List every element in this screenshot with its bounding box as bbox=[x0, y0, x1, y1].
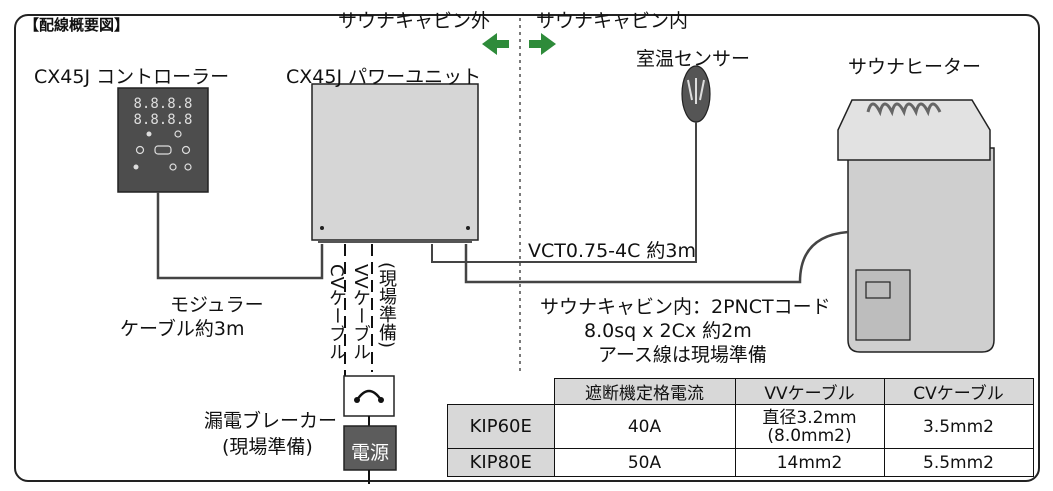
table-cell-cv: 5.5mm2 bbox=[883, 448, 1034, 477]
heater-cable-label-2: 8.0sq x 2Cx 約2m bbox=[584, 320, 752, 342]
vv-cable-label: VVケーブル bbox=[350, 264, 371, 361]
table-row: KIP80E 50A 14mm2 5.5mm2 bbox=[447, 448, 1034, 477]
zone-inside-label: サウナキャビン内 bbox=[536, 10, 689, 32]
diagram-frame bbox=[14, 14, 1040, 482]
table-header-cv: CVケーブル bbox=[883, 378, 1034, 405]
table-cell-vv: 直径3.2mm (8.0mm2) bbox=[734, 404, 885, 449]
table-header-current: 遮断機定格電流 bbox=[553, 378, 736, 405]
zone-outside-label: サウナキャビン外 bbox=[338, 10, 491, 32]
table-cell-vv-line2: (8.0mm2) bbox=[767, 425, 852, 446]
power-source-label: 電源 bbox=[350, 442, 389, 464]
controller-display-bottom: 8.8.8.8 bbox=[133, 112, 192, 128]
power-unit-device bbox=[311, 83, 479, 243]
diagram-title: 【配線概要図】 bbox=[24, 16, 130, 34]
controller-display-top: 8.8.8.8 bbox=[133, 96, 192, 112]
heater-cable-label-3: アース線は現場準備 bbox=[598, 344, 767, 366]
table-cell-current: 40A bbox=[553, 404, 736, 449]
power-unit-label: CX45J パワーユニット bbox=[286, 66, 482, 88]
sensor-cable bbox=[431, 122, 697, 263]
spec-table: 遮断機定格電流 VVケーブル CVケーブル KIP60E 40A 直径3.2mm… bbox=[447, 378, 1034, 477]
modular-cable bbox=[156, 192, 324, 280]
power-source-box bbox=[343, 425, 397, 471]
controller-label: CX45J コントローラー bbox=[34, 66, 230, 88]
table-cell-model: KIP60E bbox=[447, 404, 555, 449]
arrow-left-icon bbox=[482, 33, 509, 55]
breaker-note-label: (現場準備) bbox=[222, 436, 313, 458]
sensor-cable-label: VCT0.75-4C 約3m bbox=[528, 240, 697, 262]
table-header-vv: VVケーブル bbox=[734, 378, 885, 405]
sauna-heater-device bbox=[837, 99, 995, 353]
table-cell-cv: 3.5mm2 bbox=[883, 404, 1034, 449]
breaker-label: 漏電ブレーカー bbox=[204, 410, 338, 432]
sensor-label: 室温センサー bbox=[636, 48, 751, 70]
table-row: KIP60E 40A 直径3.2mm (8.0mm2) 3.5mm2 bbox=[447, 404, 1034, 449]
arrow-right-icon bbox=[529, 33, 556, 55]
modular-cable-label-1: モジュラー bbox=[170, 294, 264, 316]
table-cell-vv-line1: 直径3.2mm bbox=[762, 407, 857, 428]
cv-cable-label: CVケーブル bbox=[326, 264, 347, 361]
site-prep-label: (現場準備) bbox=[376, 262, 397, 349]
heater-cable bbox=[464, 230, 849, 284]
heater-cable-label-1: サウナキャビン内：2PNCTコード bbox=[540, 296, 831, 318]
table-cell-vv: 14mm2 bbox=[734, 448, 885, 477]
breaker-device bbox=[343, 375, 395, 417]
modular-cable-label-2: ケーブル約3m bbox=[120, 318, 245, 340]
controller-device: 8.8.8.8 8.8.8.8 bbox=[117, 87, 209, 193]
table-cell-current: 50A bbox=[553, 448, 736, 477]
room-sensor-icon bbox=[681, 65, 711, 123]
table-cell-model: KIP80E bbox=[447, 448, 555, 477]
heater-label: サウナヒーター bbox=[848, 56, 982, 78]
